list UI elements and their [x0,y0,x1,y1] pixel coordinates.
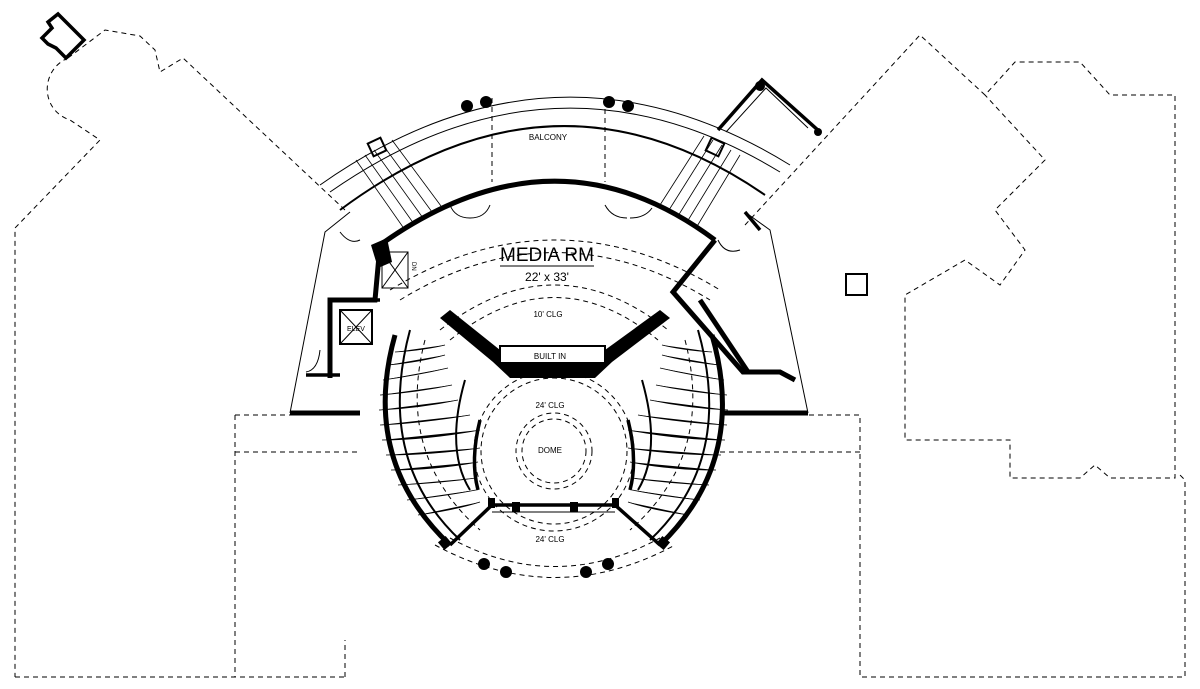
elevator [339,309,373,345]
dome-label: DOME [538,446,562,455]
compass-symbol-icon [39,11,87,61]
ceiling-24-upper-label: 24' CLG [535,401,564,410]
room-dimensions: 22' x 33' [525,270,569,284]
balcony-label: BALCONY [529,133,568,142]
elevator-label: ELEV [347,326,365,333]
door-swings [305,204,741,373]
ceiling-10-label: 10' CLG [533,310,562,319]
room-name: MEDIA RM [500,245,594,266]
side-label: DN [410,262,416,271]
rotunda [290,239,808,578]
column-square [845,273,868,296]
built-in-label: BUILT IN [534,352,566,361]
balcony-area [319,77,822,231]
ceiling-24-lower-label: 24' CLG [535,535,564,544]
shaft-box [381,251,409,289]
media-room-walls [289,178,809,414]
lower-floor-outline [14,29,1186,678]
